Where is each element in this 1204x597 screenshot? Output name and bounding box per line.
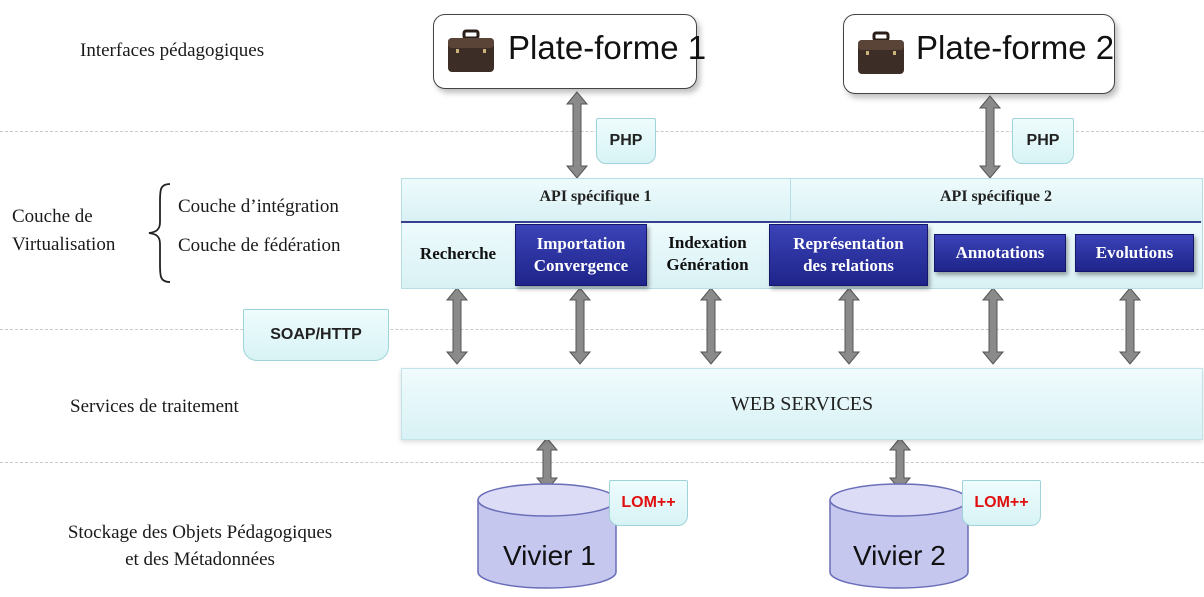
service-representation-line2: des relations	[803, 256, 894, 275]
briefcase-icon	[448, 29, 494, 72]
soap-http-tag: SOAP/HTTP	[243, 309, 389, 361]
lom-label-2: LOM++	[974, 494, 1029, 511]
label-services: Services de traitement	[70, 396, 239, 417]
arrow-service-2	[568, 287, 592, 365]
service-recherche[interactable]: Recherche	[405, 226, 511, 282]
repository-1-label: Vivier 1	[503, 540, 596, 571]
briefcase-icon	[858, 31, 904, 74]
platform-2-label: Plate-forme 2	[916, 29, 1115, 66]
php-tag-2: PHP	[1012, 118, 1074, 164]
php-label-2: PHP	[1026, 132, 1060, 149]
platform-1-box[interactable]: Plate-forme 1	[433, 14, 706, 89]
repository-1-cylinder	[477, 483, 617, 589]
service-importation[interactable]: Importation Convergence	[515, 224, 647, 286]
service-recherche-label: Recherche	[419, 244, 497, 263]
api-1-label: API spécifique 1	[539, 188, 652, 205]
service-importation-line2: Convergence	[533, 256, 629, 275]
service-indexation-line1: Indexation	[668, 233, 747, 252]
repository-2-cylinder	[829, 483, 969, 589]
lom-tag-2: LOM++	[962, 480, 1041, 526]
label-federation: Couche de fédération	[178, 235, 341, 256]
web-services-layer: WEB SERVICES	[401, 368, 1203, 440]
service-evolutions-label: Evolutions	[1095, 243, 1174, 262]
lom-tag-1: LOM++	[609, 480, 688, 526]
label-virtualisation-1: Couche de	[12, 206, 93, 227]
label-storage-2: et des Métadonnées	[125, 549, 275, 570]
curly-brace	[148, 183, 171, 283]
arrow-service-3	[699, 287, 723, 365]
lom-label-1: LOM++	[621, 494, 676, 511]
separator	[0, 329, 1204, 330]
service-annotations-label: Annotations	[955, 243, 1045, 262]
service-annotations[interactable]: Annotations	[934, 234, 1066, 272]
php-tag-1: PHP	[596, 118, 656, 164]
arrow-platform-1	[565, 91, 589, 179]
platform-1-label: Plate-forme 1	[508, 29, 707, 66]
api-divider	[790, 178, 791, 221]
separator	[0, 462, 1204, 463]
service-evolutions[interactable]: Evolutions	[1075, 234, 1194, 272]
arrow-service-4	[837, 287, 861, 365]
federation-top-line	[401, 221, 1201, 223]
label-virtualisation-2: Virtualisation	[12, 234, 116, 255]
platform-2-box[interactable]: Plate-forme 2	[843, 14, 1115, 94]
service-representation-line1: Représentation	[793, 234, 904, 253]
service-importation-line1: Importation	[536, 234, 626, 253]
service-indexation-line2: Génération	[666, 255, 749, 274]
arrow-platform-2	[978, 95, 1002, 179]
arrow-service-1	[445, 287, 469, 365]
php-label-1: PHP	[609, 132, 643, 149]
arrow-service-5	[981, 287, 1005, 365]
service-representation[interactable]: Représentation des relations	[769, 224, 928, 286]
arrow-storage-1	[535, 437, 559, 491]
label-storage-1: Stockage des Objets Pédagogiques	[67, 522, 333, 543]
api-2-label: API spécifique 2	[940, 188, 1052, 205]
arrow-storage-2	[888, 437, 912, 491]
web-services-label: WEB SERVICES	[730, 392, 874, 415]
soap-http-label: SOAP/HTTP	[270, 326, 362, 343]
repository-2-label: Vivier 2	[853, 540, 946, 571]
arrow-service-6	[1118, 287, 1142, 365]
label-integration: Couche d’intégration	[178, 196, 339, 217]
label-interfaces: Interfaces pédagogiques	[80, 40, 265, 61]
service-indexation[interactable]: Indexation Génération	[650, 226, 765, 282]
